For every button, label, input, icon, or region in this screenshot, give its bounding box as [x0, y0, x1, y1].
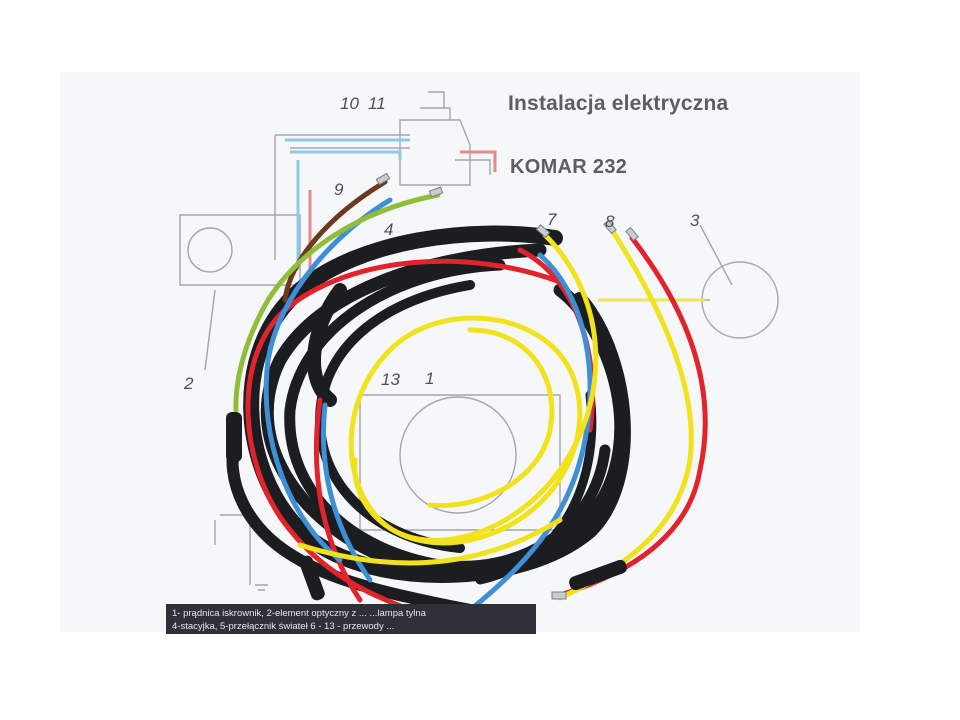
diagram-title: Instalacja elektryczna	[508, 92, 729, 115]
diagram-legend-strip: 1- prądnica iskrownik, 2-element optyczn…	[166, 604, 536, 634]
blue-wires	[263, 197, 593, 613]
part-number-label: 7	[547, 210, 557, 229]
part-number-label: 8	[605, 212, 615, 231]
part-number-label: 2	[184, 374, 194, 393]
part-number-label: 4	[384, 220, 394, 239]
part-number-label: 9	[334, 180, 344, 199]
part-number-label: 13	[381, 370, 400, 389]
legend-line: 1- prądnica iskrownik, 2-element optyczn…	[172, 608, 426, 619]
part-number-label: 10	[340, 94, 359, 113]
yellow-wires	[297, 227, 694, 601]
green-yellow-wire	[233, 192, 441, 413]
brown-wire	[282, 179, 388, 303]
legend-line: 4-stacyjka, 5-przełącznik świateł 6 - 13…	[172, 621, 395, 632]
part-number-label: 3	[690, 211, 700, 230]
black-sleeves	[226, 412, 627, 601]
part-number-label: 11	[368, 94, 386, 113]
diagram-subtitle: KOMAR 232	[510, 156, 628, 178]
part-number-label: 1	[425, 369, 435, 388]
